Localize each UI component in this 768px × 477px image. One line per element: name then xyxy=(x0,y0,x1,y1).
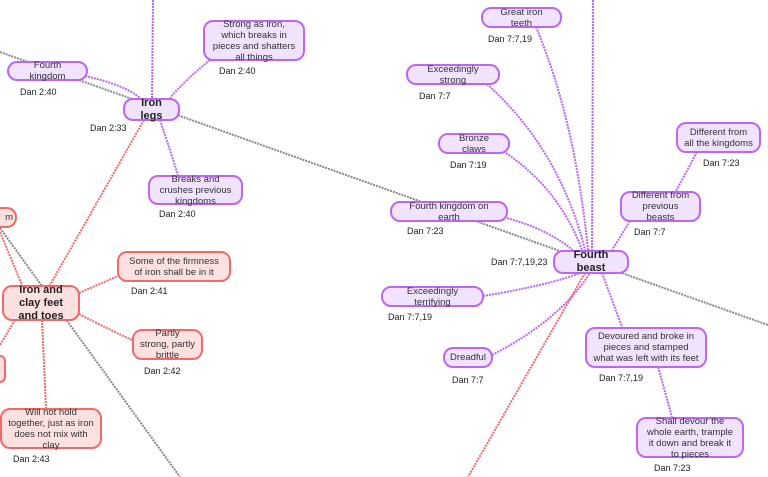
ref-label: Dan 2:42 xyxy=(144,366,181,376)
timeline-connector xyxy=(0,227,181,477)
connector xyxy=(0,319,16,346)
ref-label: Dan 2:33 xyxy=(90,123,127,133)
node-fourth-beast[interactable]: Fourth beast xyxy=(553,249,629,274)
ref-label: Dan 7:7,19 xyxy=(388,312,433,322)
node-exceedingly-terrifying[interactable]: Exceedingly terrifying xyxy=(381,286,484,308)
connector xyxy=(482,272,581,297)
node-shall-devour[interactable]: Shall devour the whole earth, trample it… xyxy=(636,416,744,460)
ref-label: Dan 7:19 xyxy=(450,160,487,170)
node-different-from-previous[interactable]: Different from previous beasts xyxy=(620,190,701,223)
node-iron-legs[interactable]: Iron legs xyxy=(123,97,180,122)
ref-label: Dan 2:41 xyxy=(131,286,168,296)
node-bronze-claws[interactable]: Bronze claws xyxy=(438,133,510,155)
connector xyxy=(486,83,586,251)
node-iron-and-clay[interactable]: Iron and clay feet and toes xyxy=(2,284,80,322)
connector xyxy=(78,275,119,294)
node-firmness-of-iron[interactable]: Some of the firmness of iron shall be in… xyxy=(117,251,231,282)
connector xyxy=(41,319,47,409)
ref-label: Dan 2:43 xyxy=(13,454,50,464)
node-great-iron-teeth[interactable]: Great iron teeth xyxy=(481,7,562,29)
connector xyxy=(506,217,576,253)
node-partial-top-left[interactable]: m xyxy=(0,207,17,228)
ref-label: Dan 7:7,19,23 xyxy=(491,257,548,267)
connector xyxy=(169,59,211,99)
node-fourth-kingdom-on-earth[interactable]: Fourth kingdom on earth xyxy=(390,201,508,223)
connector xyxy=(611,220,631,251)
connector xyxy=(601,272,623,328)
node-will-not-hold[interactable]: Will not hold together, just as iron doe… xyxy=(0,407,102,451)
connector xyxy=(78,313,133,341)
connector xyxy=(467,272,586,477)
connector xyxy=(0,231,23,286)
ref-label: Dan 7:23 xyxy=(654,463,691,473)
ref-label: Dan 7:7 xyxy=(634,227,666,237)
ref-label: Dan 2:40 xyxy=(159,209,196,219)
node-dreadful[interactable]: Dreadful xyxy=(443,347,493,368)
node-different-from-all[interactable]: Different from all the kingdoms xyxy=(676,122,761,153)
node-breaks-and-crushes[interactable]: Breaks and crushes previous kingdoms xyxy=(148,174,243,207)
timeline-connector xyxy=(0,51,768,326)
connector xyxy=(84,75,141,99)
connector xyxy=(49,119,145,286)
ref-label: Dan 7:7 xyxy=(419,91,451,101)
node-partly-strong[interactable]: Partly strong, partly brittle xyxy=(132,328,203,361)
node-exceedingly-strong[interactable]: Exceedingly strong xyxy=(406,64,500,86)
connector xyxy=(675,151,698,192)
ref-label: Dan 7:7 xyxy=(452,375,484,385)
node-strong-as-iron[interactable]: Strong as iron, which breaks in pieces a… xyxy=(203,19,305,63)
connector xyxy=(151,0,154,99)
ref-label: Dan 2:40 xyxy=(219,66,256,76)
connector xyxy=(491,272,591,356)
connector xyxy=(159,119,179,176)
node-fourth-kingdom[interactable]: Fourth kingdom xyxy=(7,60,88,82)
connector xyxy=(591,0,594,251)
ref-label: Dan 7:23 xyxy=(407,226,444,236)
node-partial-bottom-left[interactable] xyxy=(0,355,6,383)
ref-label: Dan 7:7,19 xyxy=(599,373,644,383)
ref-label: Dan 7:7,19 xyxy=(488,34,533,44)
ref-label: Dan 2:40 xyxy=(20,87,57,97)
connector xyxy=(505,152,583,251)
node-devoured[interactable]: Devoured and broke in pieces and stamped… xyxy=(585,327,707,368)
ref-label: Dan 7:23 xyxy=(703,158,740,168)
connector xyxy=(657,366,673,418)
connector xyxy=(535,26,589,251)
